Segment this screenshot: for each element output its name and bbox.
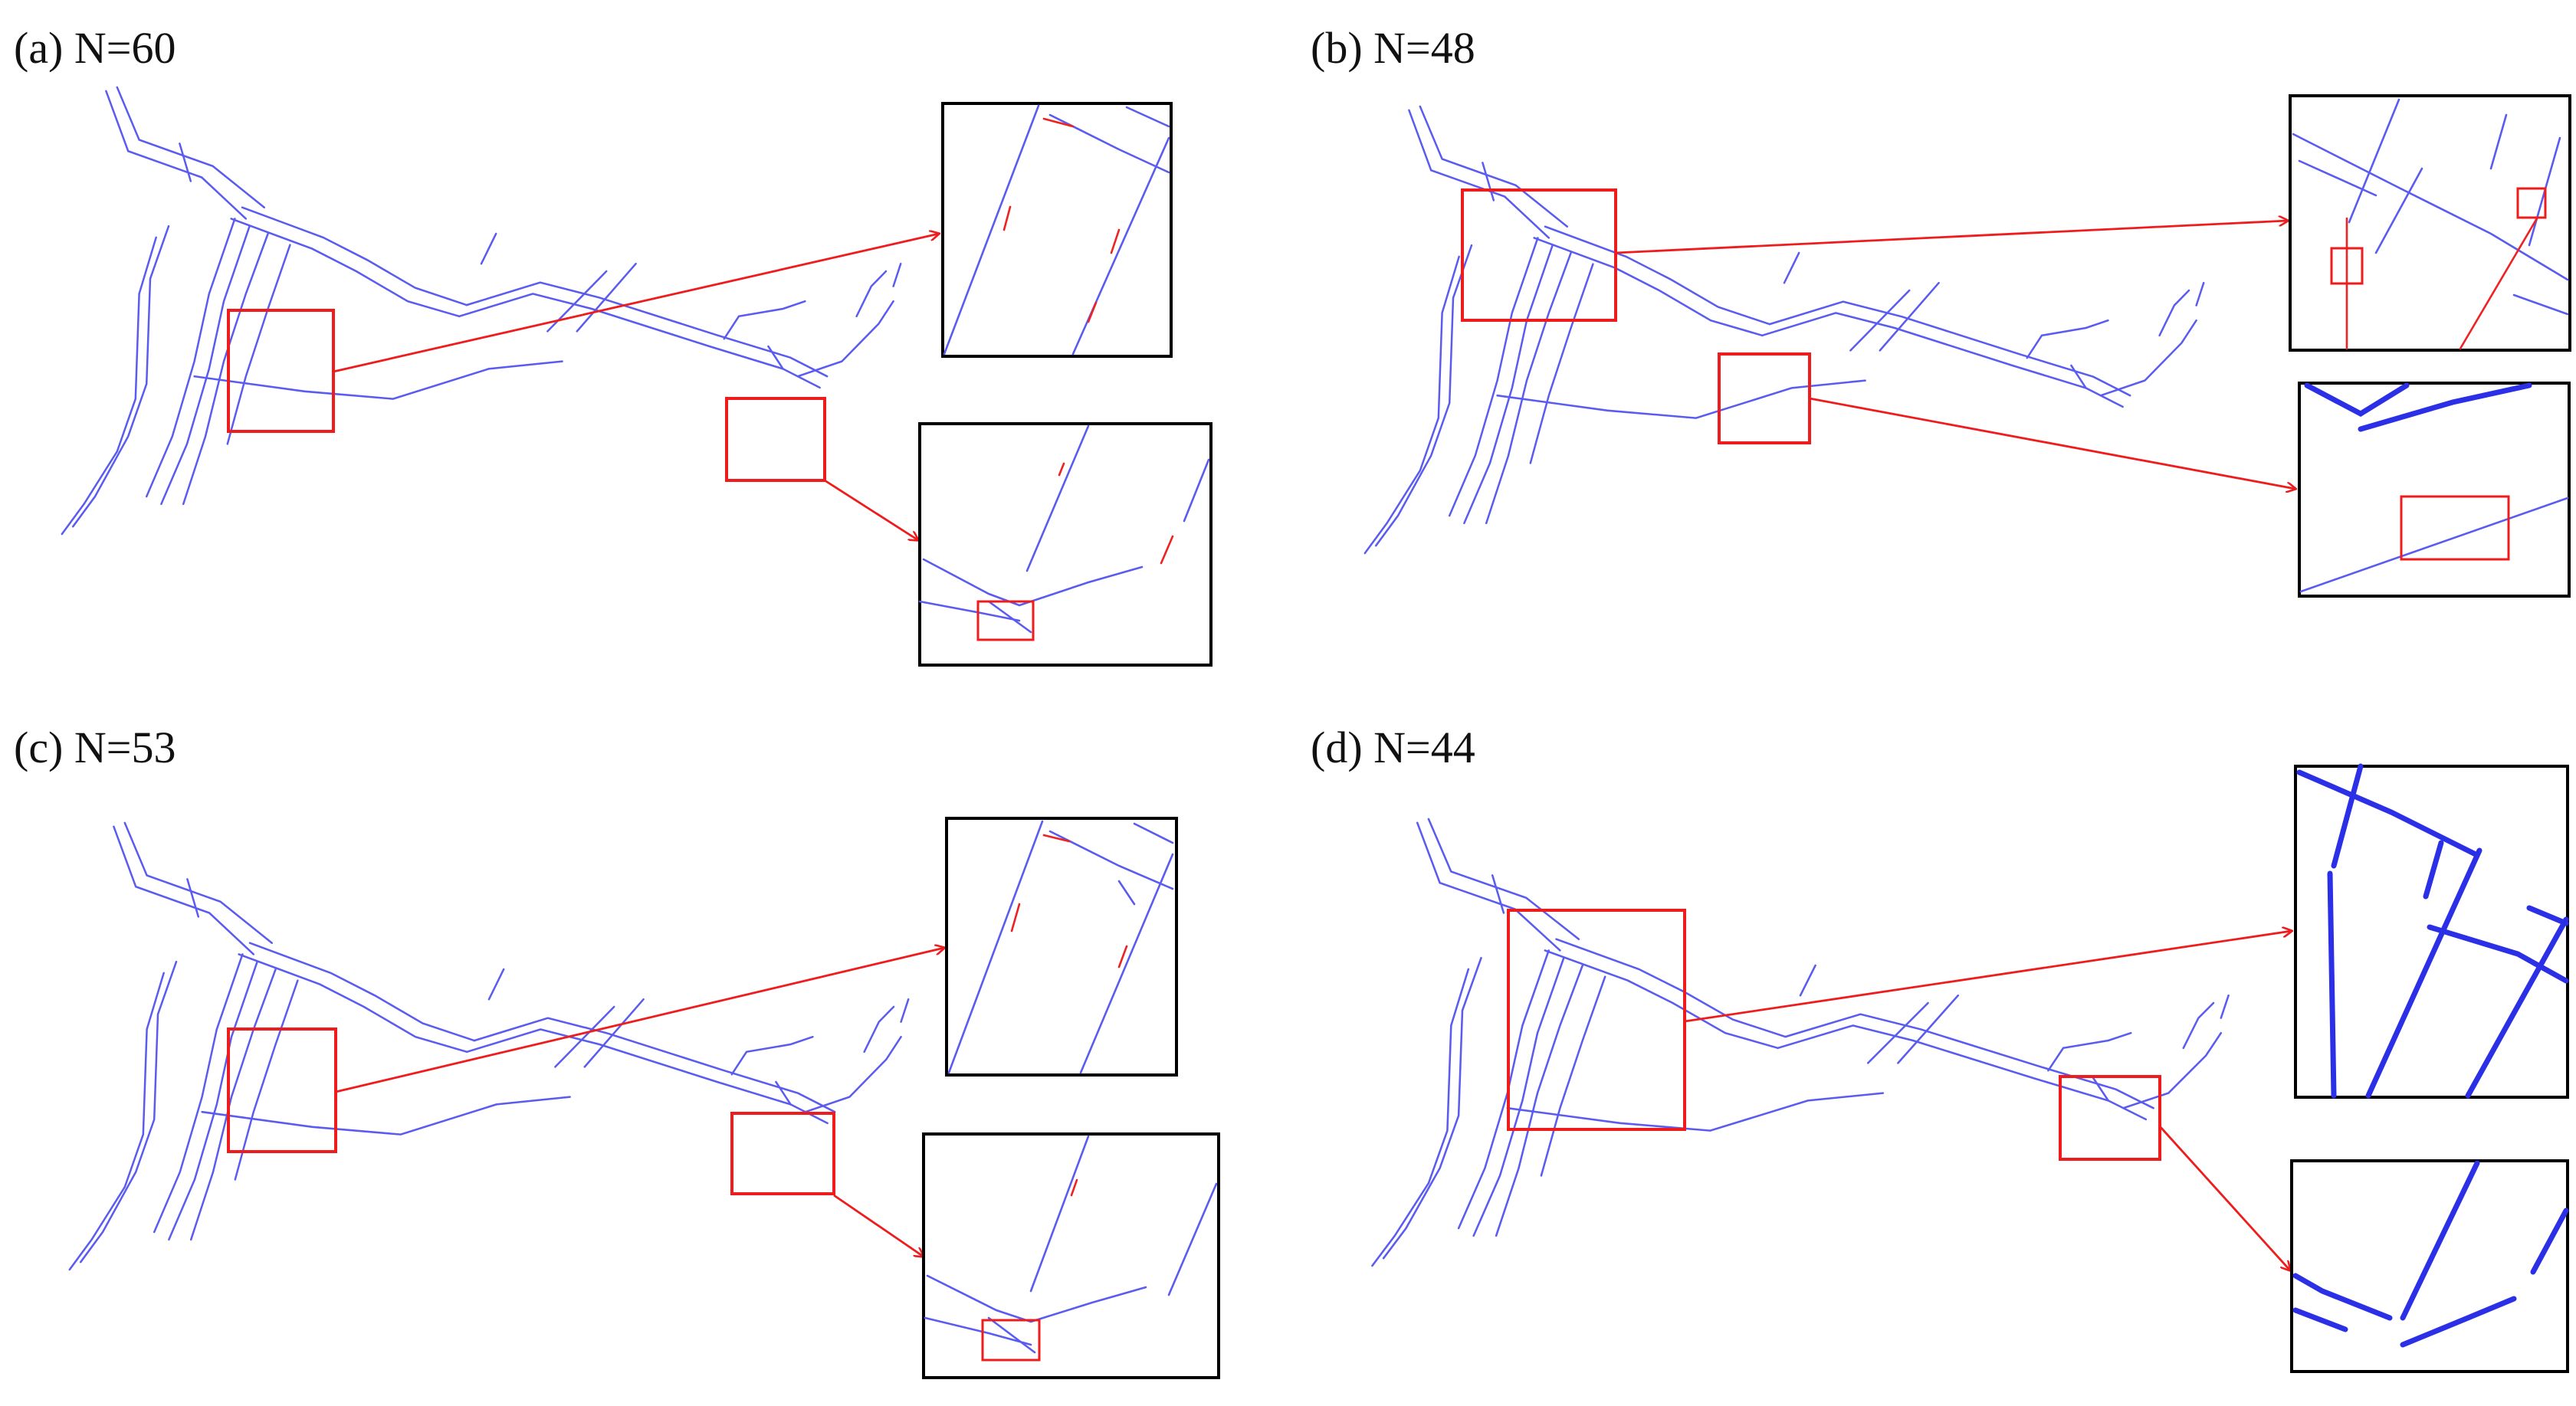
panel-c-label: (c) N=53: [14, 723, 176, 772]
panel-a-line-network: [61, 86, 902, 536]
panel-b-highlight-box-1: [1461, 188, 1617, 322]
panel-d-highlight-box-1: [1507, 909, 1686, 1131]
panel-a-label: (a) N=60: [14, 23, 176, 73]
panel-a-inset-1: [941, 102, 1173, 358]
panel-d-inset-1: [2294, 763, 2569, 1099]
panel-b-callout-arrow-2: [1809, 397, 2295, 489]
panel-b-label: (b) N=48: [1311, 23, 1475, 73]
panel-b-highlight-box-2: [1718, 352, 1811, 444]
panel-b-callout-arrow-1: [1615, 221, 2288, 254]
panel-b-inset-2: [2298, 382, 2571, 598]
panel-c-highlight-box-2: [730, 1112, 835, 1195]
panel-a: (a) N=60: [14, 23, 1213, 667]
panel-c-line-network: [68, 821, 910, 1271]
panel-d: (d) N=44: [1311, 723, 2569, 1373]
panel-d-highlight-box-2: [2059, 1075, 2161, 1161]
panel-b-inset-1: [2289, 94, 2571, 352]
panel-c: (c) N=53: [14, 723, 1220, 1379]
panel-a-callout-arrow-2: [824, 479, 918, 540]
panel-c-inset-2: [922, 1132, 1220, 1379]
panel-a-highlight-box-1: [227, 309, 335, 433]
panel-a-highlight-box-2: [725, 397, 826, 482]
panel-c-inset-1: [945, 817, 1178, 1077]
panel-c-highlight-box-1: [227, 1027, 337, 1153]
panel-b-line-network: [1363, 105, 2205, 555]
panel-c-callout-arrow-1: [335, 948, 944, 1093]
panel-b: (b) N=48: [1311, 23, 2571, 598]
panel-d-callout-arrow-2: [2158, 1126, 2290, 1270]
panel-d-label: (d) N=44: [1311, 723, 1475, 772]
panel-c-callout-arrow-2: [833, 1194, 924, 1257]
panel-a-inset-2: [918, 422, 1213, 667]
panel-d-callout-arrow-1: [1684, 931, 2292, 1023]
panel-a-callout-arrow-1: [333, 234, 939, 373]
panel-d-line-network: [1371, 818, 2230, 1267]
panel-d-inset-2: [2290, 1159, 2569, 1373]
